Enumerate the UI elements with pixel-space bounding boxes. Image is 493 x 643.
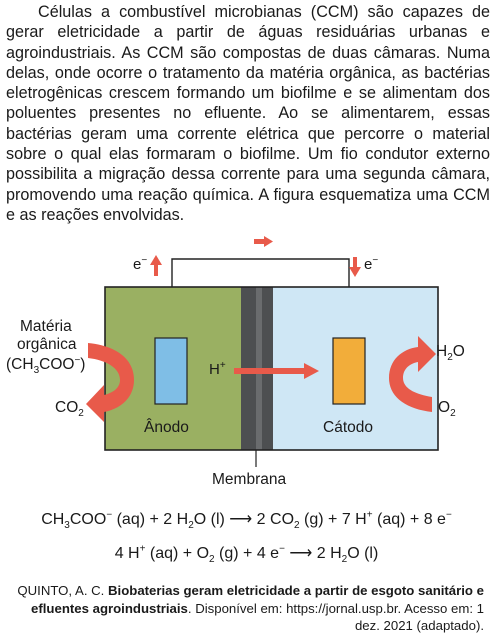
electron-arrow-up — [150, 255, 162, 276]
cathode-label: Cátodo — [323, 419, 373, 436]
source-citation: QUINTO, A. C. Biobaterias geram eletrici… — [14, 582, 484, 635]
membrane-label: Membrana — [212, 471, 286, 488]
anode-label: Ânodo — [144, 419, 189, 436]
equation-anode: CH3COO− (aq) + 2 H2O (l) ⟶ 2 CO2 (g) + 7… — [41, 509, 452, 532]
organic-formula: (CH3COO−) — [6, 355, 85, 376]
source-author: QUINTO, A. C. — [17, 583, 105, 598]
source-rest: . Disponível em: https://jornal.usp.br. … — [187, 600, 484, 634]
electron-arrow-down — [349, 257, 361, 277]
co2-label: CO2 — [55, 399, 84, 419]
cell-outline — [104, 286, 439, 451]
ccm-figure: e− e− H+ Matéria orgânica (CH3COO−) CO2 … — [6, 236, 465, 488]
organic-curved-arrow — [86, 343, 134, 422]
anode-electrode — [154, 337, 188, 405]
source-title: Biobaterias geram eletricidade a partir … — [31, 583, 484, 616]
organic-label-line1: Matéria — [20, 318, 72, 335]
intro-text: Células a combustível microbianas (CCM) … — [6, 3, 490, 224]
o2-label: O2 — [438, 399, 456, 419]
organic-label-line2: orgânica — [17, 336, 77, 353]
cathode-electrode — [332, 337, 366, 405]
cathode-curved-arrow — [389, 336, 436, 412]
proton-arrow — [234, 363, 319, 379]
current-arrow — [254, 236, 273, 247]
equation-cathode: 4 H+ (aq) + O2 (g) + 4 e− ⟶ 2 H2O (l) — [114, 543, 379, 566]
h2o-label: H2O — [436, 343, 465, 363]
electron-right-label: e− — [364, 255, 378, 273]
electron-left-label: e− — [133, 255, 147, 273]
intro-paragraph: Células a combustível microbianas (CCM) … — [6, 2, 490, 225]
